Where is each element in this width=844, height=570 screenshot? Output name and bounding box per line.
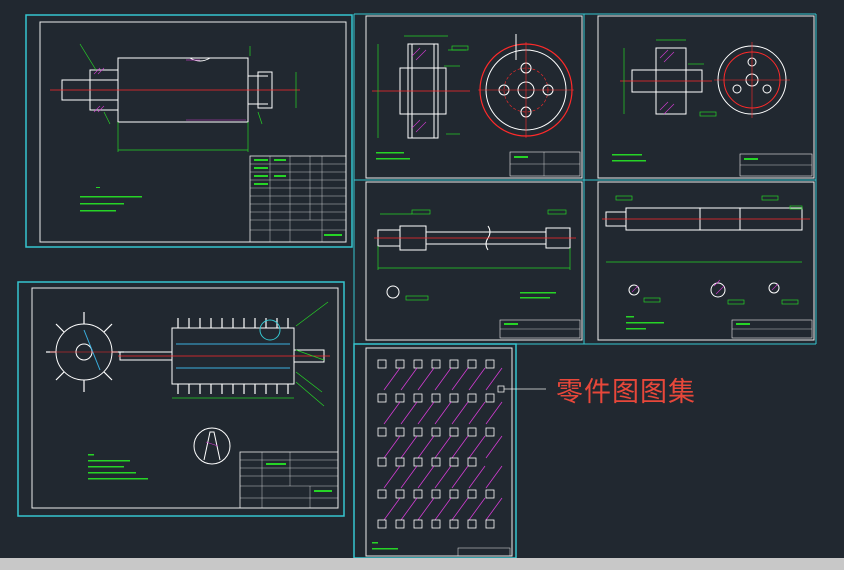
part-rows (377, 359, 503, 529)
sheet-small-pulley[interactable] (597, 15, 815, 179)
sheet-parts-collection[interactable] (353, 343, 546, 559)
sheet-pulley[interactable] (365, 15, 583, 179)
leader-grip[interactable] (497, 385, 505, 393)
sheet-long-shaft[interactable] (597, 181, 815, 341)
annotation-parts-collection-label: 零件图图集 (556, 377, 696, 408)
small-pulley-front-view (714, 42, 790, 118)
status-bar (0, 558, 844, 570)
title-block (249, 155, 347, 243)
sheet-shaft[interactable] (365, 181, 583, 341)
detail-view (193, 427, 231, 465)
sheet-rotor-assembly[interactable] (17, 281, 345, 517)
hatch-bearing (93, 59, 246, 121)
rotor-side-view (118, 301, 330, 407)
pulley-front-view (478, 34, 574, 138)
dimensions (79, 43, 297, 152)
rotor-end-view (46, 312, 124, 392)
note-text-block (80, 187, 142, 212)
title-block (239, 451, 339, 509)
sheet-roller-assembly[interactable] (25, 14, 353, 248)
hatch-pulley (411, 47, 427, 133)
title-block (376, 151, 581, 177)
